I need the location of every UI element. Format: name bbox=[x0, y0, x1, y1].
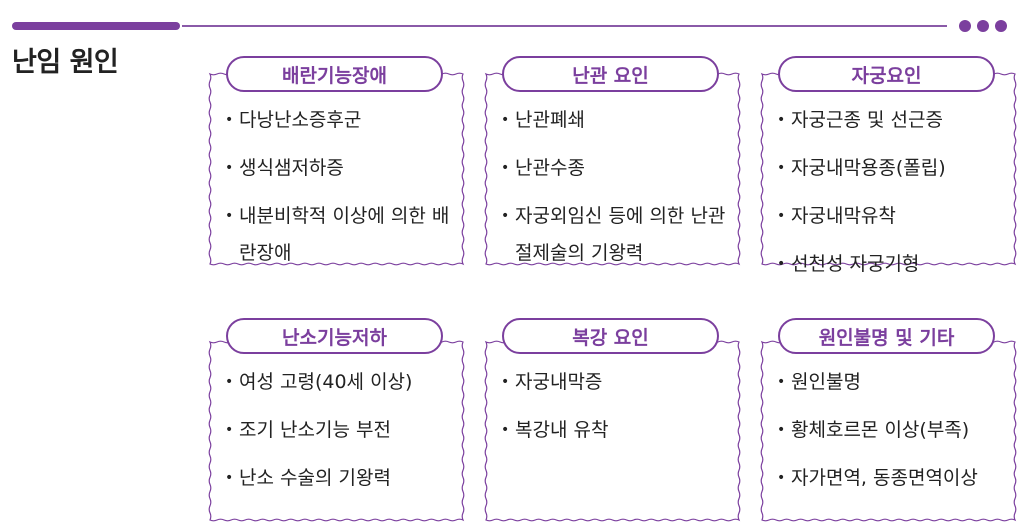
list-item: 자궁외임신 등에 의한 난관절제술의 기왕력 bbox=[501, 198, 729, 272]
card-title: 자궁요인 bbox=[778, 56, 995, 92]
list-item: 복강내 유착 bbox=[501, 412, 729, 449]
dot-icon bbox=[995, 20, 1007, 32]
list-item: 황체호르몬 이상(부족) bbox=[777, 412, 1005, 449]
page-title: 난임 원인 bbox=[12, 47, 119, 78]
card-tubal: 난관 요인 난관폐쇄 난관수종 자궁외임신 등에 의한 난관절제술의 기왕력 bbox=[484, 56, 741, 266]
card-item-list: 자궁근종 및 선근증 자궁내막용종(폴립) 자궁내막유착 선천성 자궁기형 bbox=[777, 102, 1005, 294]
card-peritoneal: 복강 요인 자궁내막증 복강내 유착 bbox=[484, 318, 741, 522]
card-title: 난소기능저하 bbox=[226, 318, 443, 354]
dot-icon bbox=[977, 20, 989, 32]
card-ovulation: 배란기능장애 다낭난소증후군 생식샘저하증 내분비학적 이상에 의한 배란장애 bbox=[208, 56, 465, 266]
card-unknown-other: 원인불명 및 기타 원인불명 황체호르몬 이상(부족) 자가면역, 동종면역이상 bbox=[760, 318, 1017, 522]
list-item: 여성 고령(40세 이상) bbox=[225, 364, 453, 401]
card-title: 원인불명 및 기타 bbox=[778, 318, 995, 354]
list-item: 자궁내막증 bbox=[501, 364, 729, 401]
card-title: 복강 요인 bbox=[502, 318, 719, 354]
card-title: 배란기능장애 bbox=[226, 56, 443, 92]
list-item: 난소 수술의 기왕력 bbox=[225, 460, 453, 497]
card-title: 난관 요인 bbox=[502, 56, 719, 92]
divider-line bbox=[182, 25, 947, 27]
list-item: 원인불명 bbox=[777, 364, 1005, 401]
list-item: 자궁내막용종(폴립) bbox=[777, 150, 1005, 187]
card-item-list: 난관폐쇄 난관수종 자궁외임신 등에 의한 난관절제술의 기왕력 bbox=[501, 102, 729, 283]
card-item-list: 자궁내막증 복강내 유착 bbox=[501, 364, 729, 460]
card-item-list: 여성 고령(40세 이상) 조기 난소기능 부전 난소 수술의 기왕력 bbox=[225, 364, 453, 508]
card-item-list: 원인불명 황체호르몬 이상(부족) 자가면역, 동종면역이상 bbox=[777, 364, 1005, 508]
card-uterine: 자궁요인 자궁근종 및 선근증 자궁내막용종(폴립) 자궁내막유착 선천성 자궁… bbox=[760, 56, 1017, 283]
divider-dots bbox=[959, 20, 1007, 32]
list-item: 선천성 자궁기형 bbox=[777, 246, 1005, 283]
list-item: 자가면역, 동종면역이상 bbox=[777, 460, 1005, 497]
list-item: 난관폐쇄 bbox=[501, 102, 729, 139]
list-item: 조기 난소기능 부전 bbox=[225, 412, 453, 449]
list-item: 난관수종 bbox=[501, 150, 729, 187]
list-item: 내분비학적 이상에 의한 배란장애 bbox=[225, 198, 453, 272]
divider-accent-bar bbox=[12, 22, 180, 30]
top-divider bbox=[12, 20, 1007, 32]
dot-icon bbox=[959, 20, 971, 32]
list-item: 다낭난소증후군 bbox=[225, 102, 453, 139]
list-item: 자궁내막유착 bbox=[777, 198, 1005, 235]
list-item: 생식샘저하증 bbox=[225, 150, 453, 187]
card-ovarian: 난소기능저하 여성 고령(40세 이상) 조기 난소기능 부전 난소 수술의 기… bbox=[208, 318, 465, 522]
list-item: 자궁근종 및 선근증 bbox=[777, 102, 1005, 139]
card-item-list: 다낭난소증후군 생식샘저하증 내분비학적 이상에 의한 배란장애 bbox=[225, 102, 453, 283]
